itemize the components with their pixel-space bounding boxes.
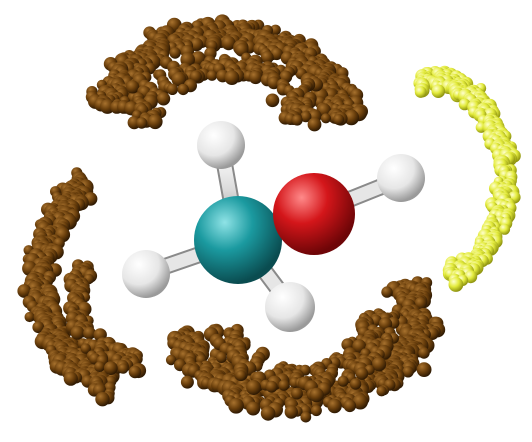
particle-sphere: [165, 354, 177, 366]
particle-sphere: [147, 114, 163, 130]
particle-sphere: [166, 83, 179, 96]
particle-sphere: [156, 92, 171, 106]
particle-sphere: [80, 343, 91, 354]
particle-sphere: [228, 398, 244, 414]
particle-sphere: [337, 375, 349, 387]
particle-sphere: [126, 80, 140, 94]
particle-sphere: [307, 117, 322, 132]
particle-sphere: [309, 387, 324, 403]
methanol-molecule: [122, 121, 425, 332]
particle-sphere: [63, 371, 78, 386]
particle-sphere: [260, 406, 276, 421]
particle-sphere: [320, 113, 331, 124]
hydrogen-atom-top: [197, 121, 245, 169]
particle-sphere: [221, 36, 236, 51]
particle-sphere: [343, 109, 360, 126]
particle-sphere: [95, 392, 110, 407]
particle-sphere: [177, 83, 189, 96]
particle-sphere: [352, 394, 368, 410]
particle-sphere: [291, 387, 303, 400]
particle-sphere: [171, 71, 187, 87]
particle-sphere: [416, 362, 432, 377]
particle-sphere: [180, 375, 194, 389]
hydrogen-atom-right: [377, 154, 425, 202]
particle-sphere: [448, 277, 464, 292]
particle-sphere: [248, 70, 263, 85]
particle-sphere: [300, 411, 312, 423]
particle-sphere: [103, 361, 118, 375]
particle-sphere: [246, 380, 262, 395]
particle-sphere: [17, 284, 32, 298]
particle-sphere: [189, 37, 204, 52]
particle-sphere: [499, 223, 511, 235]
particle-sphere: [83, 326, 96, 340]
particle-sphere: [371, 357, 387, 372]
particle-sphere: [70, 325, 85, 340]
hydrogen-atom-bottom: [265, 282, 315, 332]
yellow-particle-cloud: [413, 65, 521, 292]
particle-sphere: [291, 114, 303, 126]
particle-sphere: [169, 47, 181, 59]
particle-sphere: [215, 352, 227, 363]
brown-particle-cloud: [17, 14, 446, 423]
particle-sphere: [414, 86, 427, 98]
particle-sphere: [300, 111, 312, 123]
particle-sphere: [402, 366, 414, 378]
particle-sphere: [246, 401, 261, 416]
particle-sphere: [349, 378, 362, 390]
particle-sphere: [431, 84, 446, 98]
particle-sphere: [265, 380, 278, 393]
particle-sphere: [32, 321, 45, 334]
carbon-atom: [194, 196, 282, 284]
particle-sphere: [270, 24, 281, 36]
particle-sphere: [278, 379, 290, 391]
particle-sphere: [327, 398, 342, 414]
particle-sphere: [118, 363, 129, 374]
particle-sphere: [310, 405, 322, 417]
particle-sphere: [265, 93, 280, 108]
particle-sphere: [136, 117, 148, 129]
particle-sphere: [24, 311, 35, 323]
particle-sphere: [381, 286, 393, 298]
particle-sphere: [284, 405, 298, 419]
particle-sphere: [94, 361, 105, 373]
oxygen-atom: [273, 173, 355, 255]
particle-sphere: [206, 70, 218, 81]
particle-sphere: [128, 365, 142, 379]
particle-sphere: [235, 370, 247, 381]
particle-sphere: [224, 70, 240, 85]
particle-sphere: [418, 347, 430, 359]
particle-sphere: [355, 367, 369, 380]
particle-sphere: [343, 399, 357, 413]
particle-sphere: [333, 114, 345, 125]
particle-sphere: [376, 386, 387, 397]
particle-sphere: [260, 51, 274, 64]
hydrogen-atom-left: [122, 250, 170, 298]
